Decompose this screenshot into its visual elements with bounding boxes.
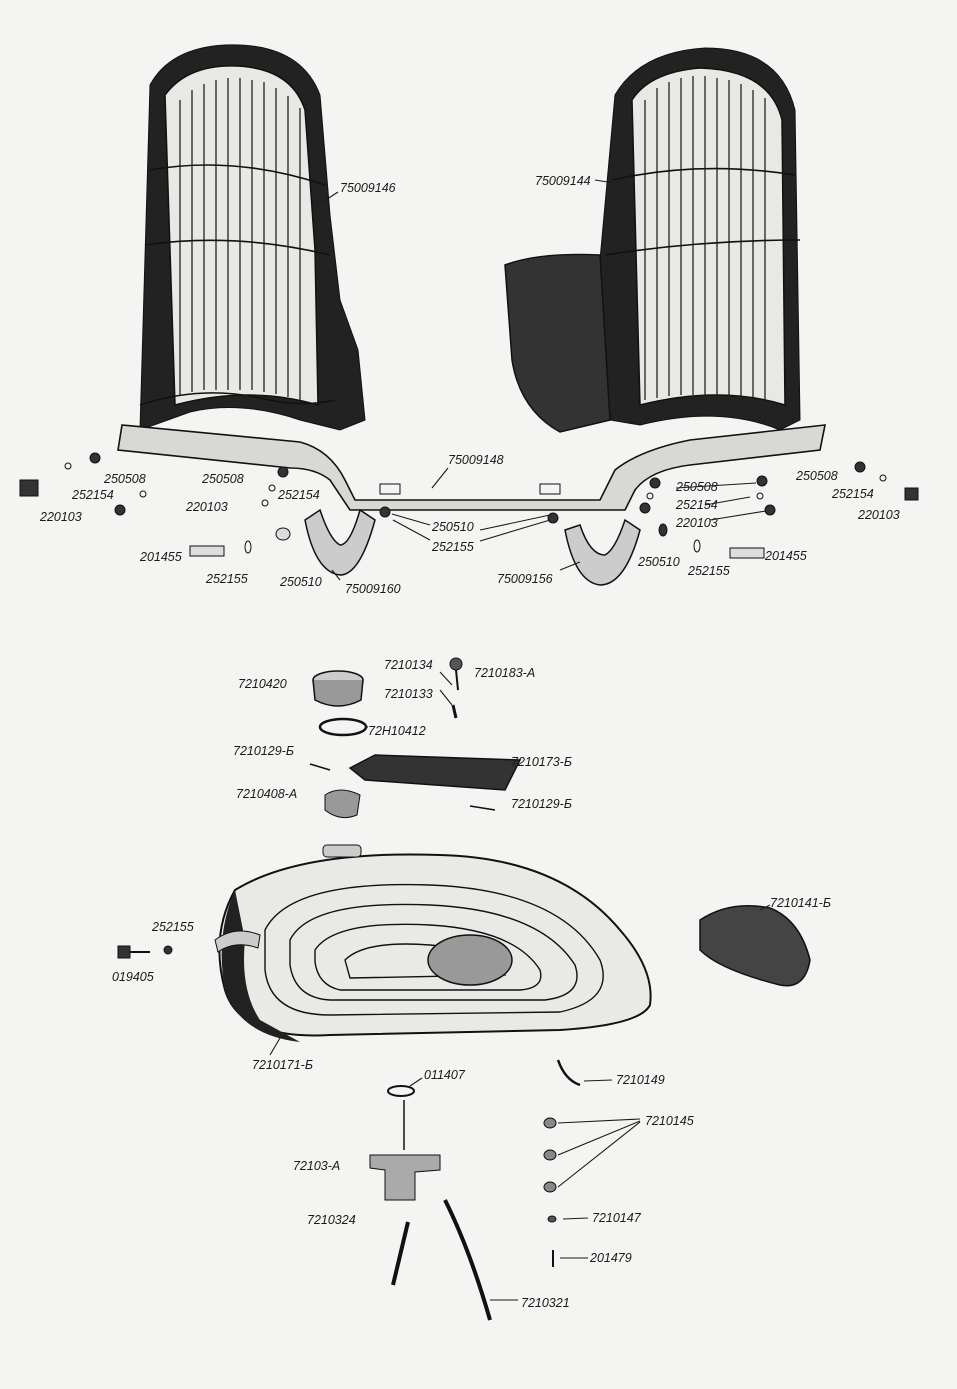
label-252155-c: 252155 xyxy=(687,564,730,578)
label-7210173-b: 7210173-Б xyxy=(511,755,572,769)
label-72h10412: 72H10412 xyxy=(368,724,426,738)
label-250508-c: 250508 xyxy=(675,480,718,494)
leader-lines xyxy=(269,179,771,1301)
label-019405: 019405 xyxy=(112,970,154,984)
label-252155-a: 252155 xyxy=(431,540,474,554)
label-220103-a: 220103 xyxy=(39,510,82,524)
label-252154-d: 252154 xyxy=(831,487,874,501)
label-7210183-a: 7210183-A xyxy=(474,666,535,680)
label-250508-b: 250508 xyxy=(201,472,244,486)
label-7210129-b-a: 7210129-Б xyxy=(233,744,294,758)
left-leg-shield xyxy=(139,44,366,431)
label-252154-c: 252154 xyxy=(675,498,718,512)
label-220103-c: 220103 xyxy=(675,516,718,530)
label-220103-b: 220103 xyxy=(185,500,228,514)
label-252154-b: 252154 xyxy=(277,488,320,502)
label-7210324: 7210324 xyxy=(307,1213,356,1227)
label-220103-d: 220103 xyxy=(857,508,900,522)
label-250508-d: 250508 xyxy=(795,469,838,483)
label-75009160: 75009160 xyxy=(345,582,401,596)
label-252154-a: 252154 xyxy=(71,488,114,502)
label-250510-a: 250510 xyxy=(431,520,474,534)
cap-parts xyxy=(309,657,522,819)
label-7210149: 7210149 xyxy=(616,1073,665,1087)
knee-pad xyxy=(699,905,811,987)
label-7210147: 7210147 xyxy=(592,1211,642,1225)
label-75009156: 75009156 xyxy=(497,572,553,586)
label-7210134: 7210134 xyxy=(384,658,433,672)
label-7210321: 7210321 xyxy=(521,1296,570,1310)
label-250510-b: 250510 xyxy=(279,575,322,589)
part-labels: 75009146 75009144 75009148 250508 252154… xyxy=(39,174,900,1310)
label-011407: 011407 xyxy=(424,1068,466,1082)
crossbar xyxy=(117,424,826,511)
hardware-tank xyxy=(117,945,581,1321)
label-250508-a: 250508 xyxy=(103,472,146,486)
label-7210171-b: 7210171-Б xyxy=(252,1058,313,1072)
fuel-tank xyxy=(214,844,652,1042)
label-7210141-b: 7210141-Б xyxy=(770,896,831,910)
label-252155-tank: 252155 xyxy=(151,920,194,934)
label-250510-c: 250510 xyxy=(637,555,680,569)
hardware-top xyxy=(19,452,919,559)
right-leg-shield xyxy=(504,47,801,433)
label-7210420: 7210420 xyxy=(238,677,287,691)
right-clamp xyxy=(564,518,641,586)
label-75009144: 75009144 xyxy=(535,174,591,188)
label-7210145: 7210145 xyxy=(645,1114,694,1128)
label-201455-a: 201455 xyxy=(139,550,182,564)
left-clamp xyxy=(304,508,376,576)
label-75009148: 75009148 xyxy=(448,453,504,467)
label-75009146: 75009146 xyxy=(340,181,396,195)
label-252155-b: 252155 xyxy=(205,572,248,586)
label-72103-a: 72103-A xyxy=(293,1159,340,1173)
label-201455-b: 201455 xyxy=(764,549,807,563)
label-201479: 201479 xyxy=(589,1251,632,1265)
label-7210129-b-b: 7210129-Б xyxy=(511,797,572,811)
label-7210408-a: 7210408-A xyxy=(236,787,297,801)
label-7210133: 7210133 xyxy=(384,687,433,701)
